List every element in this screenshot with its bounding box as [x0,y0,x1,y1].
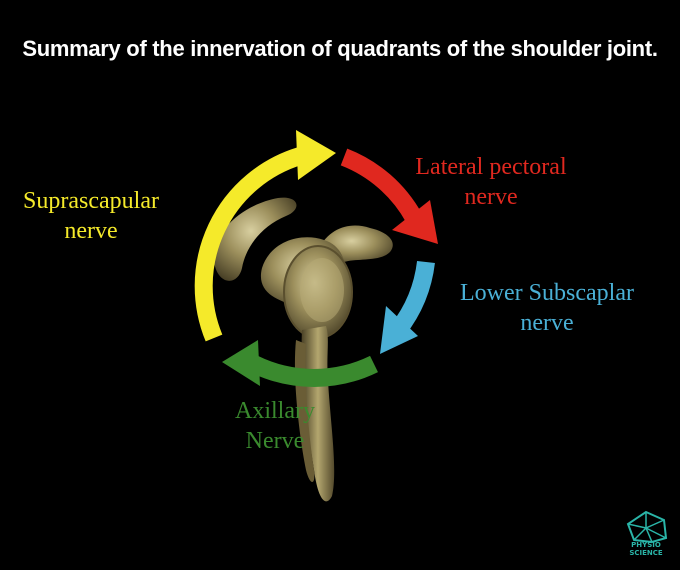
lower-subscaplar-label-line1: Lower Subscaplar [460,280,634,306]
physio-science-logo-icon [626,510,668,544]
axillary-label-line1: Axillary [235,398,315,424]
logo-text-line2: SCIENCE [629,549,663,557]
axillary-arrow [222,340,378,387]
axillary-label: Axillary Nerve [220,396,330,456]
lower-subscaplar-label: Lower Subscaplar nerve [444,278,650,338]
lower-subscaplar-arrow [380,260,435,354]
page-title: Summary of the innervation of quadrants … [22,36,658,61]
lateral-pectoral-label-line2: nerve [464,184,518,210]
lateral-pectoral-arrow [340,148,438,244]
suprascapular-label-line2: nerve [64,218,118,244]
logo-text: PHYSIO SCIENCE [618,541,674,557]
axillary-label-line2: Nerve [245,428,305,454]
suprascapular-arrow [194,130,336,342]
lateral-pectoral-label-line1: Lateral pectoral [415,154,567,180]
suprascapular-label-line1: Suprascapular [23,188,159,214]
logo-text-line1: PHYSIO [631,541,661,549]
suprascapular-label: Suprascapular nerve [6,186,176,246]
lower-subscaplar-label-line2: nerve [520,310,574,336]
lateral-pectoral-label: Lateral pectoral nerve [398,152,584,212]
